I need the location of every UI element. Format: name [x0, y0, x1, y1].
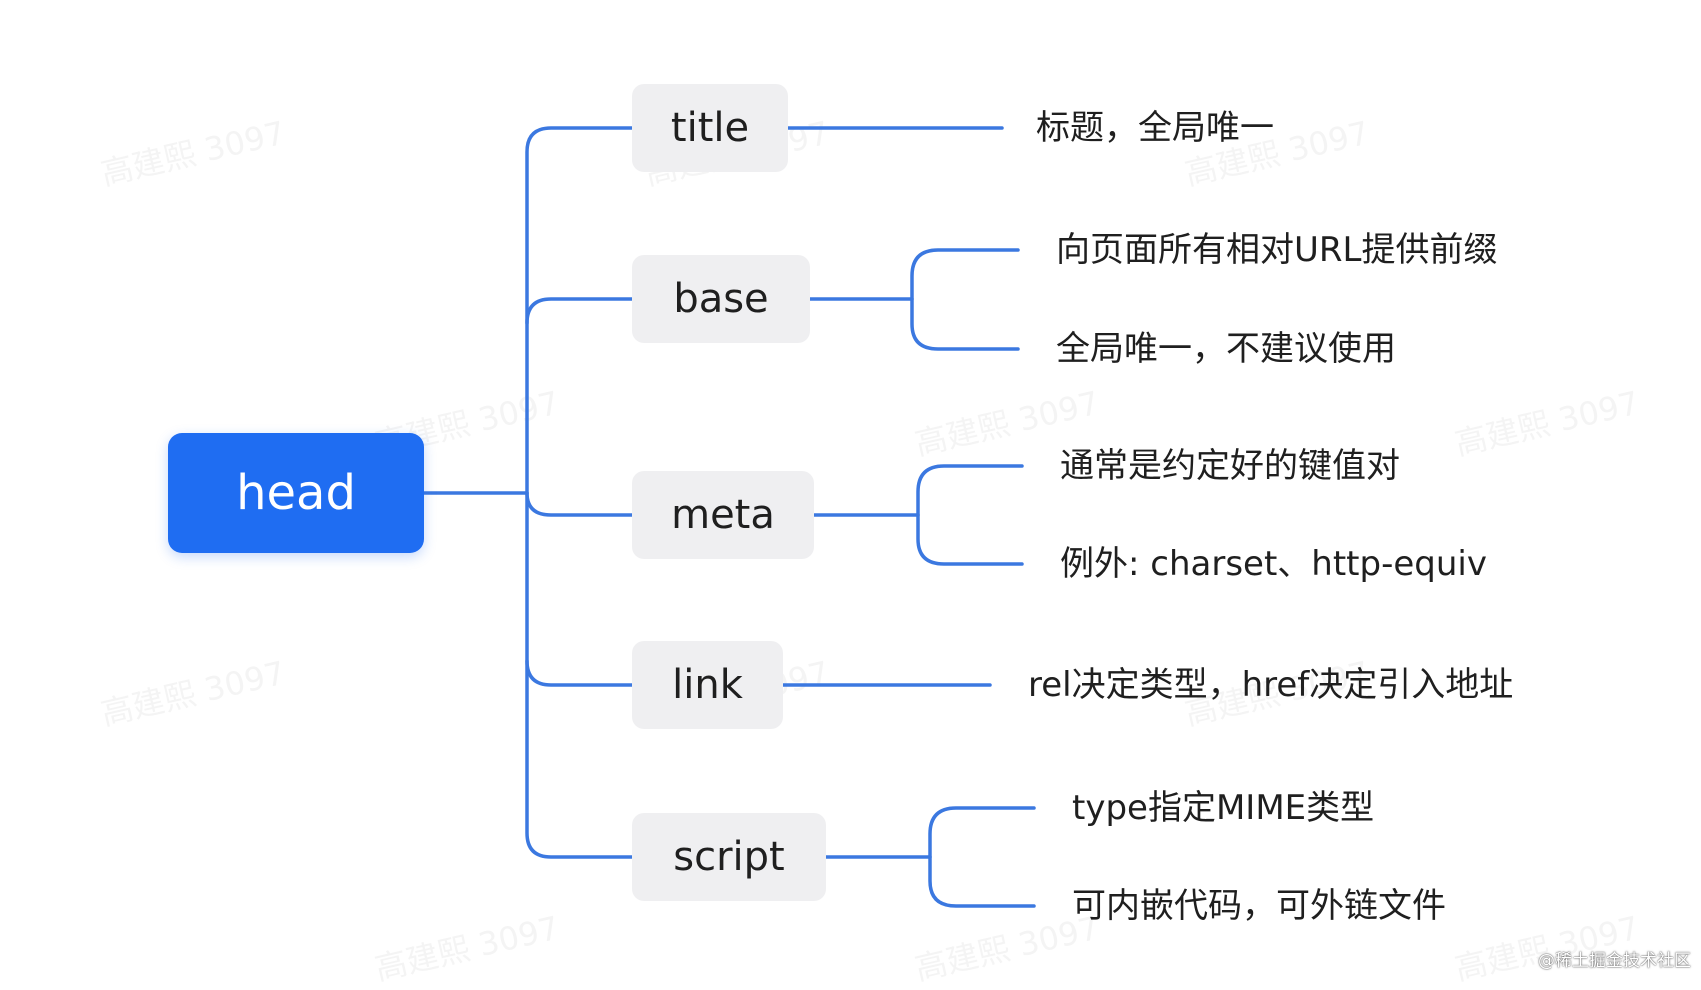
- connector-base-notes: [910, 248, 1020, 351]
- connector-script-notes: [928, 806, 1036, 908]
- note-meta-1: 通常是约定好的键值对: [1060, 446, 1400, 486]
- note-script-2: 可内嵌代码，可外链文件: [1072, 886, 1446, 926]
- site-watermark: @稀土掘金技术社区: [1538, 951, 1691, 971]
- node-script: script: [632, 813, 826, 901]
- node-meta: meta: [632, 471, 814, 559]
- note-base-2: 全局唯一，不建议使用: [1056, 329, 1396, 369]
- node-base: base: [632, 255, 810, 343]
- note-link-1: rel决定类型，href决定引入地址: [1028, 665, 1514, 705]
- note-script-1: type指定MIME类型: [1072, 788, 1375, 828]
- connector-meta-notes: [916, 464, 1024, 566]
- root-node-head: head: [168, 433, 424, 553]
- connector-to-link: [525, 659, 634, 687]
- node-title: title: [632, 84, 788, 172]
- node-link: link: [632, 641, 783, 729]
- note-title-1: 标题，全局唯一: [1036, 108, 1274, 148]
- connector-to-base: [525, 297, 634, 325]
- connector-trunk: [525, 126, 634, 859]
- note-meta-2: 例外: charset、http-equiv: [1060, 544, 1487, 584]
- connector-to-meta: [525, 491, 634, 517]
- note-base-1: 向页面所有相对URL提供前缀: [1056, 230, 1498, 270]
